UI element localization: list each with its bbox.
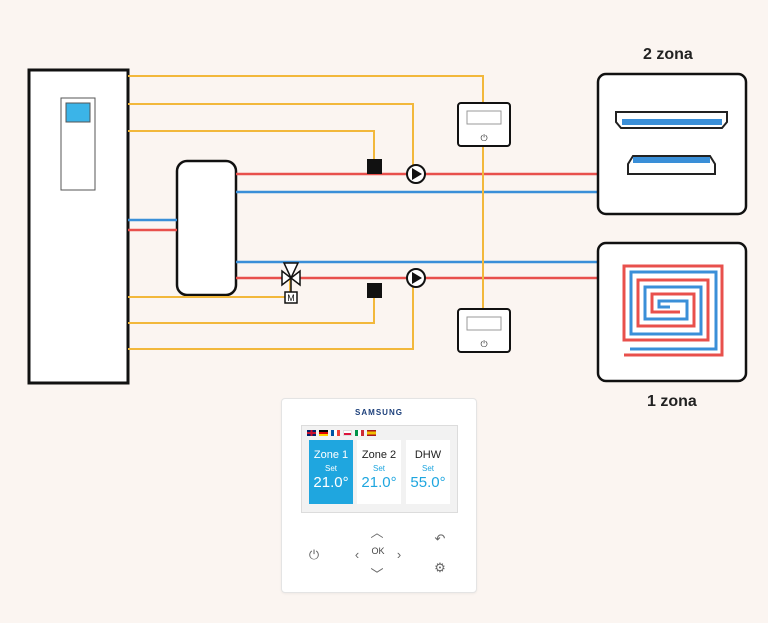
up-button[interactable]: ︿	[368, 524, 386, 542]
pump-zone2	[406, 164, 426, 184]
tile-set-label: Set	[421, 464, 434, 473]
chevron-right-icon: ›	[396, 547, 402, 562]
es-flag-icon[interactable]	[367, 430, 376, 436]
power-icon: ⏻	[308, 547, 320, 562]
dhw-tile[interactable]: DHW Set 55.0°	[406, 440, 450, 504]
tile-name: DHW	[414, 449, 442, 461]
gear-icon: ⚙	[434, 560, 446, 575]
buffer-tank	[175, 159, 238, 297]
ok-button[interactable]: OK	[371, 546, 385, 556]
tile-name: Zone 1	[313, 449, 349, 461]
left-button[interactable]: ‹	[348, 546, 366, 564]
tile-value: 21.0°	[361, 474, 397, 491]
mixing-valve: M	[281, 262, 301, 304]
sensor-zone2	[367, 159, 382, 174]
chevron-down-icon: ﹀	[370, 567, 384, 582]
valve-motor-label: M	[287, 293, 295, 303]
pump-zone1	[406, 268, 426, 288]
chevron-up-icon: ︿	[370, 525, 384, 540]
tile-value: 55.0°	[410, 474, 446, 491]
underfloor-coil-icon	[622, 264, 724, 357]
tile-set-label: Set	[324, 464, 337, 473]
pl-flag-icon[interactable]	[343, 430, 352, 436]
down-button[interactable]: ﹀	[368, 566, 386, 584]
sensor-zone1	[367, 283, 382, 298]
back-button[interactable]: ↶	[431, 530, 449, 548]
zone2-box	[596, 72, 748, 216]
tile-name: Zone 2	[361, 449, 397, 461]
power-icon: ⏻	[480, 133, 487, 144]
controller-screen: Zone 1 Set 21.0° Zone 2 Set 21.0° DHW Se…	[301, 425, 458, 513]
fan-coil-icon	[615, 111, 728, 175]
de-flag-icon[interactable]	[319, 430, 328, 436]
power-button[interactable]: ⏻	[305, 546, 323, 564]
gb-flag-icon[interactable]	[307, 430, 316, 436]
language-flags	[307, 430, 376, 437]
it-flag-icon[interactable]	[355, 430, 364, 436]
zone2-tile[interactable]: Zone 2 Set 21.0°	[357, 440, 401, 504]
power-icon: ⏻	[480, 339, 487, 350]
chevron-left-icon: ‹	[354, 547, 360, 562]
zone1-tile[interactable]: Zone 1 Set 21.0°	[309, 440, 353, 504]
tile-value: 21.0°	[313, 474, 349, 491]
zone2-title: 2 zona	[643, 46, 693, 63]
unit-display	[65, 102, 91, 123]
back-icon: ↶	[434, 531, 446, 546]
right-button[interactable]: ›	[390, 546, 408, 564]
settings-button[interactable]: ⚙	[431, 559, 449, 577]
tile-set-label: Set	[372, 464, 385, 473]
zone1-title: 1 zona	[647, 393, 697, 410]
wired-remote-controller: SAMSUNG Zone 1 Set 21.0° Zone 2 Set 21.0…	[281, 398, 477, 593]
fr-flag-icon[interactable]	[331, 430, 340, 436]
brand-logo: SAMSUNG	[355, 408, 403, 417]
